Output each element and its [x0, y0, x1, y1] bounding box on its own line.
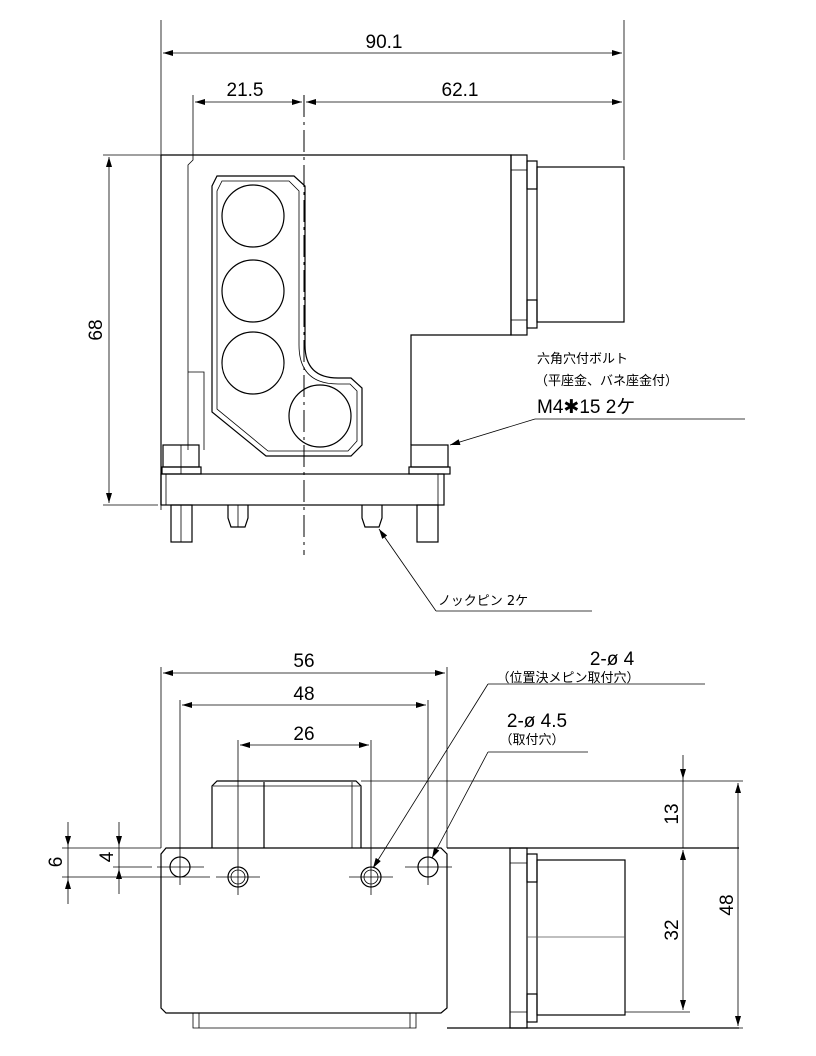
pocket-outer [211, 175, 363, 457]
base-plate [160, 473, 445, 506]
dim-21-5: 21.5 [227, 80, 264, 101]
body-outline [161, 154, 512, 445]
mount-hole-left [157, 856, 204, 878]
bolt-washer-right [408, 466, 451, 475]
dim-4: 4 [97, 851, 118, 862]
dim-48-right: 48 [717, 894, 738, 915]
upper-block [211, 780, 362, 848]
dim-68: 68 [86, 319, 107, 340]
dowel-leader [378, 528, 437, 612]
bolt-note-line3: M4✱15 2ケ [537, 397, 635, 418]
bore-circle-3 [221, 331, 285, 395]
bolt-head-right [410, 444, 449, 468]
flange-bolt-top [526, 160, 538, 190]
bolt-note-line2: （平座金、バネ座金付） [535, 373, 678, 389]
top-plate [160, 847, 448, 1014]
bolt-note-line1: 六角穴付ボルト [537, 352, 628, 367]
flange-bolt-bottom [526, 299, 538, 329]
mount-hole-note-line1: 2-ø 4.5 [507, 711, 567, 732]
mount-hole-note-line2: （取付穴） [499, 733, 564, 748]
bolt-left [161, 444, 202, 475]
pin-hole-left [216, 866, 260, 888]
bottom-rail [192, 1013, 417, 1029]
dim-6: 6 [46, 857, 67, 868]
dowel-note: ノックピン 2ケ [438, 594, 528, 609]
mount-hole-right [405, 856, 452, 878]
dim-13: 13 [662, 803, 683, 824]
dim-62-1: 62.1 [442, 80, 479, 101]
body-inner-edge [187, 155, 194, 450]
bolt-right [408, 444, 451, 475]
bore-circle-4 [288, 384, 352, 448]
pin-hole-right [349, 866, 393, 888]
pin-right-outer [416, 504, 439, 543]
bore-circle-1 [221, 184, 285, 248]
bolt-washer-left [161, 466, 202, 475]
bolt-leader [449, 418, 536, 446]
top-view: 56 48 26 [46, 649, 743, 1029]
side-bolt-top [526, 853, 538, 883]
side-flange [509, 847, 528, 1029]
dim-56: 56 [293, 651, 314, 672]
dowel-pin-right [361, 505, 383, 528]
side-bolt-bottom [526, 993, 538, 1023]
bore-circle-2 [221, 259, 285, 323]
flange-plate [510, 154, 528, 336]
pin-hole-note-line1: 2-ø 4 [590, 649, 635, 670]
dim-48: 48 [293, 684, 314, 705]
mount-hole-leader [431, 751, 489, 859]
body-step [188, 371, 205, 450]
motor-body [536, 166, 625, 323]
side-motor [536, 859, 626, 1016]
front-view: 90.1 21.5 62.1 68 [86, 20, 745, 612]
pocket-inner [216, 180, 358, 452]
dim-32: 32 [662, 919, 683, 940]
pin-hole-note-line2: （位置決メピン取付穴） [496, 671, 639, 686]
pin-left-outer [170, 504, 193, 543]
dim-90-1: 90.1 [366, 32, 403, 53]
pin-hole-leader [372, 683, 489, 869]
dim-26: 26 [293, 724, 314, 745]
